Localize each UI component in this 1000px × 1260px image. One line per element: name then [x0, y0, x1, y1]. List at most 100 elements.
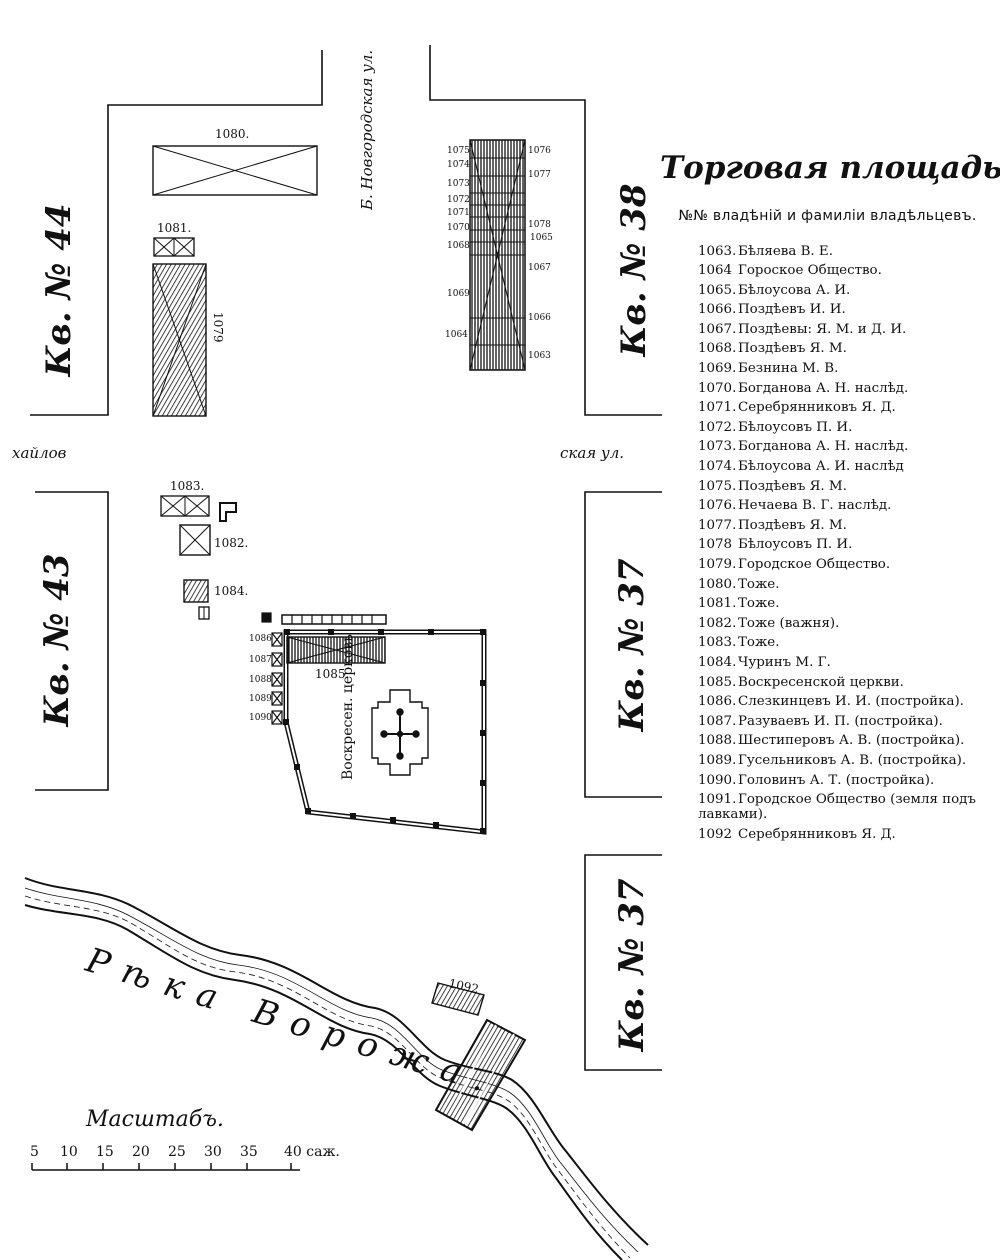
legend-item-number: 1081.	[698, 596, 737, 612]
plot-1079-label: 1079	[211, 312, 225, 343]
legend-item-number: 1090.	[698, 772, 737, 788]
legend-item-owner: Воскресенской церкви.	[738, 674, 904, 690]
legend-item-owner: Слезкинцевъ И. И. (постройка).	[738, 694, 964, 710]
legend-item: 1067.Поздѣевы: Я. М. и Д. И.	[698, 320, 995, 340]
plot-1078-label: 1078	[528, 220, 551, 230]
plot-1067-label: 1067	[528, 263, 551, 273]
plot-1087-label: 1087	[249, 655, 272, 665]
plot-1074-label: 1074	[447, 160, 470, 170]
plot-1063-label: 1063	[528, 351, 551, 361]
street-mikhail-right-label: ская ул.	[560, 444, 624, 462]
legend-item-owner: Городское Общество (земля подъ лавками).	[698, 792, 976, 823]
plot-1082	[179, 524, 211, 556]
legend-item-owner: Серебрянниковъ Я. Д.	[738, 400, 896, 416]
plot-1092	[431, 982, 485, 1016]
legend-item-number: 1074.	[698, 459, 737, 475]
legend-item-number: 1089.	[698, 752, 737, 768]
legend-item: 1063.Бѣляева В. Е.	[698, 242, 995, 262]
legend-item: 1091.Городское Общество (земля подъ лавк…	[698, 790, 995, 825]
legend-item-number: 1075.	[698, 478, 737, 494]
legend-item-number: 1076.	[698, 498, 737, 514]
legend-item-number: 1067.	[698, 321, 737, 337]
scale-bar	[31, 1163, 300, 1171]
legend-item-number: 1069.	[698, 361, 737, 377]
plot-1065-label-inline: 1065	[530, 233, 553, 243]
legend-item: 1080.Тоже.	[698, 575, 995, 595]
plot-1069-label: 1069	[447, 289, 470, 299]
street-novgorod-label: Б. Новгородская ул.	[358, 50, 376, 211]
scale-tick-35: 35	[240, 1144, 258, 1160]
river-vorozha	[24, 877, 649, 1260]
legend-item-owner: Поздѣевъ Я. М.	[738, 478, 847, 494]
legend-panel: Торговая площадь. №№ владѣнiй и фамилiи …	[660, 150, 1000, 845]
plot-1079	[152, 263, 207, 417]
legend-item: 1078 Бѣлоусовъ П. И.	[698, 535, 995, 555]
block-38-outline	[429, 45, 662, 416]
plot-1084	[183, 579, 210, 620]
plot-1085	[286, 636, 386, 664]
legend-item: 1076.Нечаева В. Г. наслѣд.	[698, 496, 995, 516]
legend-item-owner: Поздѣевы: Я. М. и Д. И.	[738, 321, 907, 337]
plot-row-1063-1078	[469, 139, 526, 371]
plot-1082-label: 1082.	[214, 536, 248, 550]
plot-1083-label: 1083.	[170, 479, 204, 493]
legend-item-number: 1073.	[698, 439, 737, 455]
plot-1071-label: 1071	[447, 208, 470, 218]
legend-item-number: 1071.	[698, 400, 737, 416]
legend-item-owner: Разуваевъ И. П. (постройка).	[738, 713, 943, 729]
legend-item-owner: Поздѣевъ Я. М.	[738, 517, 847, 533]
legend-item: 1073.Богданова А. Н. наслѣд.	[698, 437, 995, 457]
legend-item-owner: Богданова А. Н. наслѣд.	[738, 439, 909, 455]
legend-item-number: 1080.	[698, 576, 737, 592]
legend-item-owner: Городское Общество.	[738, 557, 891, 572]
legend-item: 1071.Серебрянниковъ Я. Д.	[698, 398, 995, 418]
legend-item-number: 1091.	[698, 792, 737, 808]
legend-item-number: 1085.	[698, 674, 737, 690]
church-label: Воскресен. церковь	[340, 634, 356, 780]
legend-item-number: 1077.	[698, 517, 737, 533]
church-building	[371, 689, 429, 776]
legend-item: 1077.Поздѣевъ Я. М.	[698, 516, 995, 536]
legend-item-number: 1088.	[698, 733, 737, 749]
plot-1092-label: 1092	[447, 976, 480, 996]
legend-item-number: 1079.	[698, 557, 737, 572]
scale-tick-30: 30	[204, 1144, 222, 1160]
legend-item-number: 1063.	[698, 243, 737, 259]
plot-1066-label: 1066	[528, 313, 551, 323]
scale-tick-20: 20	[132, 1144, 150, 1160]
legend-item: 1075.Поздѣевъ Я. М.	[698, 477, 995, 497]
plot-1080	[152, 145, 318, 196]
legend-item-number: 1086.	[698, 694, 737, 710]
legend-item-owner: Тоже.	[738, 596, 780, 612]
legend-item: 1070.Богданова А. Н. наслѣд.	[698, 379, 995, 399]
plots-1086-1090	[261, 612, 283, 725]
plot-1076-label: 1076	[528, 146, 551, 156]
legend-item-number: 1068.	[698, 341, 737, 357]
legend-item-number: 1083.	[698, 635, 737, 651]
legend-item: 1085.Воскресенской церкви.	[698, 673, 995, 693]
legend-item: 1088.Шестиперовъ А. В. (постройка).	[698, 731, 995, 751]
legend-item-owner: Серебрянниковъ Я. Д.	[738, 827, 896, 843]
legend-item: 1081.Тоже.	[698, 594, 995, 614]
legend-item-owner: Богданова А. Н. наслѣд.	[738, 380, 909, 396]
map-title: Торговая площадь.	[660, 150, 1000, 186]
legend-item-number: 1078	[698, 537, 733, 553]
legend-item-owner: Шестиперовъ А. В. (постройка).	[738, 733, 965, 749]
legend-item-owner: Гороское Общество.	[738, 263, 882, 279]
scale-tick-40: 40 саж.	[284, 1144, 340, 1160]
legend-item-number: 1070.	[698, 380, 737, 396]
legend-item-owner: Поздѣевъ Я. М.	[738, 341, 847, 357]
plot-1084-label: 1084.	[214, 584, 248, 598]
legend-item-number: 1065.	[698, 282, 737, 298]
block-44-outline	[30, 50, 323, 416]
legend-item-owner: Бѣлоусовъ П. И.	[738, 537, 853, 553]
legend-item-owner: Бѣлоусова А. И. наслѣд	[738, 459, 904, 475]
legend-item-number: 1072.	[698, 419, 737, 435]
legend-item-owner: Тоже.	[738, 635, 780, 651]
bridge	[434, 1018, 527, 1132]
plot-1081-label: 1081.	[157, 221, 191, 235]
legend-item-owner: Нечаева В. Г. наслѣд.	[738, 498, 892, 514]
